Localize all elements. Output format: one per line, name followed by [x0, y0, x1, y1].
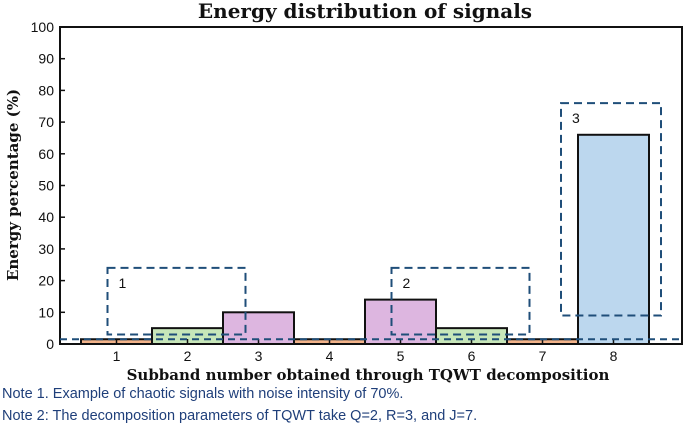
group-label-2: 2	[403, 275, 411, 291]
bar-5	[364, 298, 437, 345]
x-tick-label: 3	[255, 348, 263, 364]
group-box-1	[106, 266, 247, 336]
y-tick-label: 50	[38, 178, 54, 194]
bar-8	[577, 133, 650, 345]
x-tick-label: 7	[539, 348, 547, 364]
chart-title: Energy distribution of signals	[198, 0, 532, 23]
y-tick-label: 20	[38, 273, 54, 289]
group-box-2	[390, 266, 531, 336]
x-tick-label: 8	[610, 348, 618, 364]
y-tick-label: 100	[31, 19, 55, 35]
x-tick-label: 6	[468, 348, 476, 364]
y-tick-label: 10	[38, 304, 54, 320]
x-axis-label: Subband number obtained through TQWT dec…	[127, 366, 610, 384]
y-tick-label: 0	[46, 336, 54, 352]
x-tick-label: 1	[113, 348, 121, 364]
y-tick-label: 70	[38, 114, 54, 130]
y-tick-label: 80	[38, 82, 54, 98]
x-tick-label: 2	[184, 348, 192, 364]
plot-area: 0 10 20 30 40 50 60 70 80 90 100 1 2 3 4 5 6 7 8 1 2 3	[31, 19, 683, 364]
group-label-1: 1	[119, 275, 127, 291]
y-axis-label: Energy percentage (%)	[4, 89, 22, 281]
y-tick-label: 60	[38, 146, 54, 162]
note-2: Note 2: The decomposition parameters of …	[2, 408, 478, 424]
y-tick-label: 40	[38, 209, 54, 225]
y-tick-label: 30	[38, 241, 54, 257]
note-1: Note 1. Example of chaotic signals with …	[2, 386, 404, 402]
x-tick-label: 5	[397, 348, 405, 364]
x-tick-label: 4	[326, 348, 334, 364]
y-tick-label: 90	[38, 51, 54, 67]
group-label-3: 3	[572, 110, 580, 126]
